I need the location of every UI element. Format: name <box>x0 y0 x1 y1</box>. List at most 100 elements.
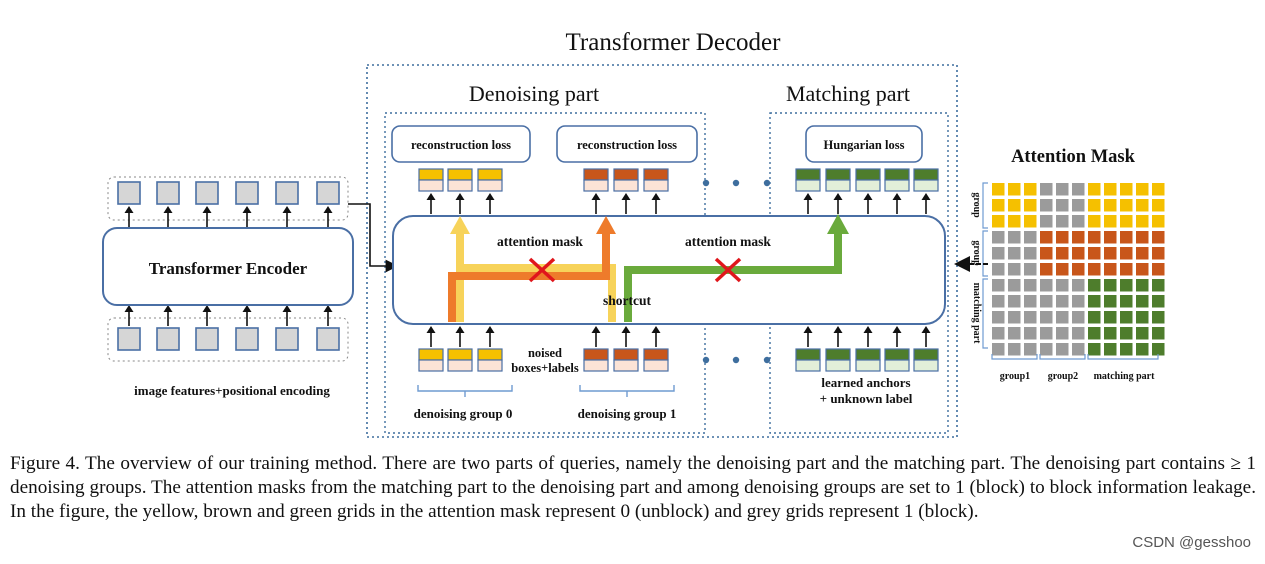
mask-cell <box>1136 327 1149 340</box>
mask-cell <box>1056 327 1069 340</box>
mask-cell <box>1008 279 1021 292</box>
encoder-output-token <box>117 181 141 205</box>
encoder-output-group <box>107 176 349 221</box>
group1-brace <box>579 385 675 397</box>
decoder-frame <box>366 64 958 438</box>
image-features-label: image features+positional encoding <box>134 383 330 398</box>
denoise-group0-output-token-top <box>477 168 503 181</box>
mask-cell <box>992 295 1005 308</box>
block-cross-0 <box>528 257 556 283</box>
matching-output-token-top <box>913 168 939 181</box>
mask-cell <box>1008 311 1021 324</box>
mask-row-label-1: group <box>971 240 982 266</box>
matching-output-token-bottom <box>825 179 851 192</box>
denoise-group0-input-token-bottom <box>447 359 473 372</box>
mask-col-brace-0 <box>991 354 1038 360</box>
denoise-group1-input-token-bottom <box>613 359 639 372</box>
mask-col-label-1: group2 <box>1048 371 1078 382</box>
mask-cell <box>1152 183 1165 196</box>
matching-output-token-bottom <box>884 179 910 192</box>
matching-output-token-top <box>795 168 821 181</box>
mask-cell <box>1040 215 1053 228</box>
mask-cell <box>1024 327 1037 340</box>
mask-cell <box>1056 311 1069 324</box>
mask-cell <box>1056 231 1069 244</box>
mask-cell <box>1120 279 1133 292</box>
learned-anchors-line2: + unknown label <box>820 391 913 406</box>
mask-row-label-0: group <box>971 192 982 218</box>
mask-cell <box>1104 231 1117 244</box>
mask-cell <box>1040 247 1053 260</box>
encoder-input-arrow-head <box>242 305 252 312</box>
denoise-group1-input-token-top <box>613 348 639 361</box>
mask-cell <box>1008 247 1021 260</box>
denoise-group0-input-arrow-head <box>426 326 436 333</box>
denoising-group0-label: denoising group 0 <box>414 406 513 421</box>
mask-cell <box>1056 247 1069 260</box>
flow-paths <box>448 232 842 322</box>
green-flow-path <box>624 232 842 322</box>
encoder-input-arrow-head <box>163 305 173 312</box>
encoder-input-arrow-head <box>202 305 212 312</box>
mask-cell <box>1024 295 1037 308</box>
mask-cell <box>1120 295 1133 308</box>
denoise-group0-output-arrow-head <box>455 193 465 200</box>
encoder-output-token <box>316 181 340 205</box>
denoise-group1-output-token-bottom <box>583 179 609 192</box>
mask-cell <box>1136 247 1149 260</box>
encoder-output-token <box>275 181 299 205</box>
mask-cell <box>1072 247 1085 260</box>
denoise-group0-output-token-bottom <box>418 179 444 192</box>
mask-cell <box>1008 327 1021 340</box>
mask-cell <box>1088 343 1101 356</box>
mask-cell <box>1136 343 1149 356</box>
mask-cell <box>1056 295 1069 308</box>
mask-cell <box>1088 231 1101 244</box>
denoise-group0-input-token-top <box>477 348 503 361</box>
mask-cell <box>1088 295 1101 308</box>
mask-cell <box>1024 199 1037 212</box>
denoise-group1-output-token-top <box>643 168 669 181</box>
mask-row-brace-1 <box>982 230 988 277</box>
ellipsis-dots-top <box>702 179 771 187</box>
mask-cell <box>1056 183 1069 196</box>
mask-cell <box>1152 279 1165 292</box>
training-overview-diagram: Transformer Decoder Denoising part Match… <box>102 29 1165 438</box>
encoder-output-arrow-head <box>323 206 333 213</box>
mask-cell <box>992 247 1005 260</box>
matching-input-arrow-head <box>863 326 873 333</box>
mask-cell <box>1152 199 1165 212</box>
mask-cell <box>992 343 1005 356</box>
encoder-input-arrow-head <box>124 305 134 312</box>
mask-cell <box>1152 327 1165 340</box>
mask-cell <box>992 279 1005 292</box>
denoise-group0-input-token-top <box>418 348 444 361</box>
mask-cell <box>992 199 1005 212</box>
figure-caption-text: Figure 4. The overview of our training m… <box>10 453 1256 522</box>
mask-cell <box>1136 199 1149 212</box>
matching-input-token-bottom <box>825 359 851 372</box>
encoder-input-token <box>275 327 299 351</box>
attention-mask-label-1: attention mask <box>685 234 771 249</box>
mask-cell <box>1152 263 1165 276</box>
matching-input-token-bottom <box>884 359 910 372</box>
denoise-group0-output-arrow-head <box>485 193 495 200</box>
denoise-group0-input-token-bottom <box>477 359 503 372</box>
denoise-group1-input-arrow-head <box>651 326 661 333</box>
attention-mask-label-0: attention mask <box>497 234 583 249</box>
mask-cell <box>1008 295 1021 308</box>
shortcut-label: shortcut <box>603 293 651 308</box>
mask-cell <box>1152 215 1165 228</box>
matching-output-arrow-head <box>892 193 902 200</box>
matching-output-token-top <box>825 168 851 181</box>
mask-cell <box>1088 247 1101 260</box>
mask-cell <box>1056 343 1069 356</box>
mask-cell <box>1072 183 1085 196</box>
encoder-input-token <box>195 327 219 351</box>
mask-cell <box>1088 199 1101 212</box>
denoise-group1-output-arrow-head <box>651 193 661 200</box>
mask-cell <box>1136 183 1149 196</box>
denoise-group0-input-token-bottom <box>418 359 444 372</box>
mask-cell <box>992 231 1005 244</box>
denoise-group0-output-token-bottom <box>447 179 473 192</box>
